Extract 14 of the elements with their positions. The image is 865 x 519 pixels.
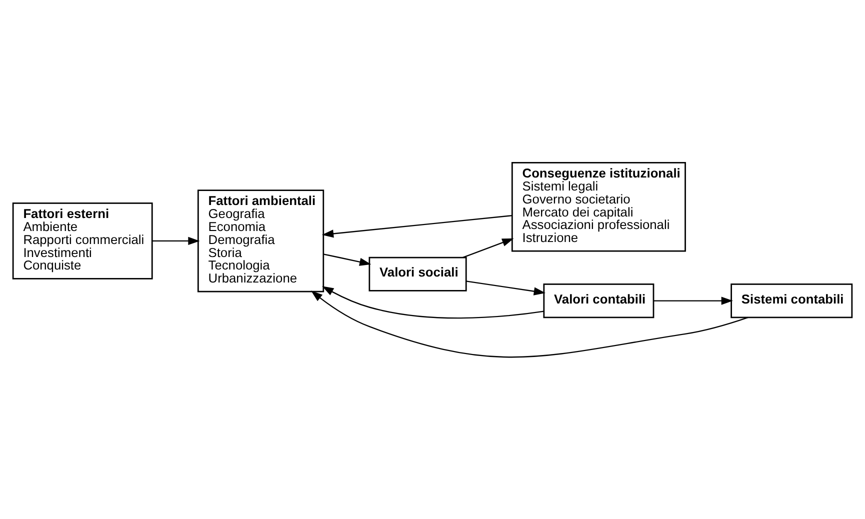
arrow <box>654 296 733 304</box>
node-box: Conseguenze istituzionali Sistemi legali Governo societario Mercato dei capitali Associazioni professionali Istruzione <box>511 162 686 252</box>
arrow <box>462 238 514 258</box>
arrow <box>310 290 748 358</box>
node-box: Valori sociali <box>368 256 467 291</box>
node-box: Sistemi contabili <box>730 283 853 318</box>
arrow <box>152 236 200 245</box>
arrow <box>322 214 512 238</box>
node-box: Valori contabili <box>543 283 654 318</box>
arrow <box>322 286 544 318</box>
arrow <box>323 253 372 266</box>
node-box: Fattori esterni Ambiente Rapporti commerciali Investimenti Conquiste <box>12 202 153 279</box>
node-box: Fattori ambientali Geografia Economia Demografia Storia Tecnologia Urbanizzazione <box>197 189 324 292</box>
arrow <box>466 280 546 295</box>
